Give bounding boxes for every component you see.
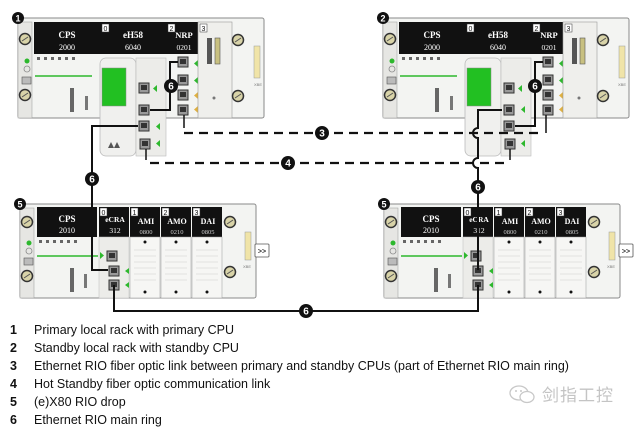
legend-number: 4: [10, 377, 17, 391]
module-name: CPS: [58, 30, 75, 40]
slot-number: 2: [528, 210, 532, 217]
legend-number: 3: [10, 359, 17, 373]
slot-number: 3: [567, 26, 571, 33]
legend-item: 2 Standby local rack with standby CPU: [10, 339, 569, 357]
module-code: 6040: [490, 43, 506, 52]
link-badge: 6: [532, 82, 538, 93]
link-6-right-vertical: [472, 109, 502, 270]
module-name: AMO: [167, 217, 187, 226]
legend-number: 2: [10, 341, 17, 355]
rack-badge: 1: [15, 14, 20, 24]
module-code: 312: [473, 226, 485, 235]
slot-number: 2: [170, 26, 174, 33]
slot-number: 1: [133, 210, 137, 217]
module-code: 2000: [59, 43, 75, 52]
rack-badge: 5: [17, 200, 22, 210]
link-6-bottom: [113, 285, 479, 312]
module-code: 6040: [125, 43, 141, 52]
link-badge: 6: [89, 175, 95, 186]
link-6-left-vertical: [91, 125, 138, 271]
legend-item: 4 Hot Standby fiber optic communication l…: [10, 375, 569, 393]
slot-number: 3: [195, 210, 199, 217]
expand-label: >>: [258, 249, 266, 256]
legend-item: 3 Ethernet RIO fiber optic link between p…: [10, 357, 569, 375]
expand-label: >>: [622, 249, 630, 256]
module-code: 0805: [202, 229, 215, 236]
link-badge: 6: [475, 183, 481, 194]
module-code: 0201: [542, 43, 557, 52]
legend-item: 6 Ethernet RIO main ring: [10, 411, 569, 429]
legend-item: 5 (e)X80 RIO drop: [10, 393, 569, 411]
legend-item: 1 Primary local rack with primary CPU: [10, 321, 569, 339]
module-name: eCRA: [469, 215, 489, 224]
module-name: AMI: [502, 217, 518, 226]
side-label: XBE: [618, 82, 626, 87]
expand-button[interactable]: >>: [618, 243, 634, 258]
module-code: 0800: [140, 229, 153, 236]
rack-badge: 5: [381, 200, 386, 210]
module-code: 0210: [171, 229, 184, 236]
legend: 1 Primary local rack with primary CPU 2 St…: [10, 321, 569, 429]
module-name: DAI: [565, 217, 580, 226]
rack-badge: 2: [380, 14, 385, 24]
legend-number: 1: [10, 323, 17, 337]
link-badge: 6: [303, 307, 309, 318]
link-3-fiber-rio: 3: [183, 115, 547, 140]
module-name: AMI: [138, 217, 154, 226]
module-name: NRP: [540, 30, 557, 40]
legend-number: 5: [10, 395, 17, 409]
link-badge: 3: [319, 129, 325, 140]
side-label: XBE: [243, 264, 251, 269]
module-name: eH58: [123, 30, 143, 40]
module-code: 312: [109, 226, 121, 235]
rack-standby: CPS 2000 0 eH58 6040 2 NRP 0201: [377, 12, 630, 157]
module-code: 0805: [566, 229, 579, 236]
slot-number: 3: [559, 210, 563, 217]
slot-number: 3: [202, 26, 206, 33]
rio-drop-right: CPS 2010 0 eCRA 312 1 AMI 0800 2 AMO 021…: [378, 198, 634, 299]
slot-number: 0: [102, 210, 106, 217]
module-code: 0201: [177, 43, 192, 52]
side-label: XBE: [254, 82, 262, 87]
wechat-icon: [509, 384, 535, 403]
rio-drop-left: CPS 2010 0 eCRA 312 1 AMI 0800 2 AMO 021…: [14, 198, 270, 299]
expand-button[interactable]: >>: [254, 243, 270, 258]
rack-primary: CPS 2000 0 eH58 6040 2 NRP 0201: [12, 12, 265, 157]
module-name: NRP: [175, 30, 192, 40]
watermark-text: 剑指工控: [542, 386, 614, 405]
side-label: XBE: [607, 264, 615, 269]
module-name: CPS: [58, 214, 75, 224]
module-code: 0210: [535, 229, 548, 236]
slot-number: 1: [497, 210, 501, 217]
module-code: 0800: [504, 229, 517, 236]
legend-text: Ethernet RIO fiber optic link between pr…: [34, 359, 569, 373]
legend-text: Ethernet RIO main ring: [34, 413, 162, 427]
link-badge: 6: [168, 82, 174, 93]
legend-text: (e)X80 RIO drop: [34, 395, 126, 409]
legend-text: Standby local rack with standby CPU: [34, 341, 239, 355]
slot-number: 0: [104, 26, 108, 33]
slot-number: 2: [164, 210, 168, 217]
module-name: eH58: [488, 30, 508, 40]
link-6-rack2-internal: [515, 61, 543, 127]
module-name: DAI: [201, 217, 216, 226]
module-code: 2000: [424, 43, 440, 52]
module-name: AMO: [531, 217, 551, 226]
module-name: CPS: [423, 30, 440, 40]
module-name: CPS: [422, 214, 439, 224]
watermark: 剑指工控: [508, 381, 614, 406]
legend-number: 6: [10, 413, 17, 427]
link-4-hot-standby: 4: [145, 149, 511, 170]
module-code: 2010: [59, 226, 75, 235]
slot-number: 0: [466, 210, 470, 217]
slot-number: 0: [469, 26, 473, 33]
module-name: eCRA: [105, 215, 125, 224]
link-badge: 4: [285, 159, 291, 170]
legend-text: Hot Standby fiber optic communication li…: [34, 377, 271, 391]
legend-text: Primary local rack with primary CPU: [34, 323, 235, 337]
module-code: 2010: [423, 226, 439, 235]
slot-number: 2: [535, 26, 539, 33]
